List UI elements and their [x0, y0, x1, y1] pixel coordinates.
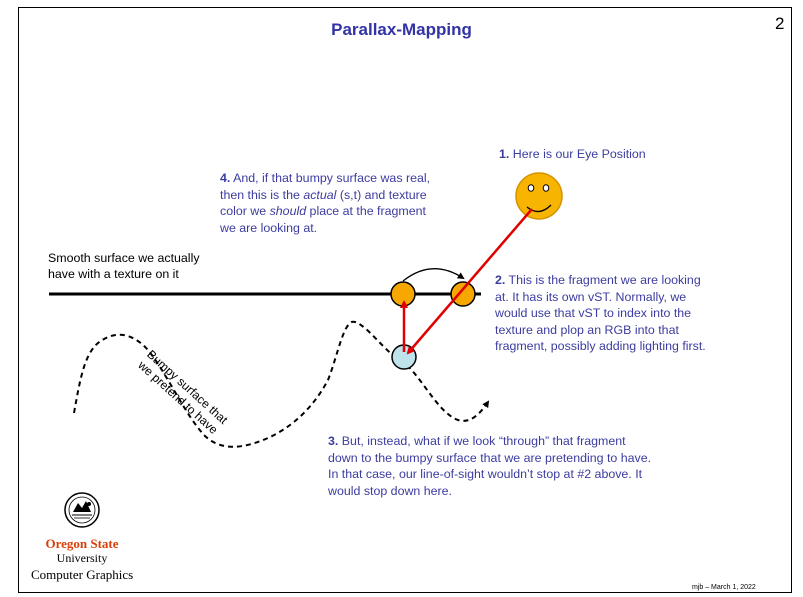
osu-logo: Oregon State University: [36, 490, 128, 564]
line-of-sight-arrow: [406, 208, 533, 355]
callout-3: 3. But, instead, what if we look “throug…: [328, 434, 652, 498]
osu-seal-icon: [64, 492, 100, 528]
osu-name: Oregon State: [45, 536, 119, 551]
slide-title: Parallax-Mapping: [331, 20, 472, 39]
callout-4: 4. And, if that bumpy surface was real, …: [220, 171, 431, 235]
page-number: 2: [775, 14, 785, 33]
footer-credit: mjb – March 1, 2022: [692, 584, 756, 591]
callout-2: 2. This is the fragment we are looking a…: [495, 273, 706, 354]
eye-smiley-icon: [515, 172, 563, 220]
bumpy-surface-curve: [73, 320, 490, 448]
department-label: Computer Graphics: [31, 567, 134, 582]
shift-arrow: [402, 268, 465, 282]
smooth-surface-label: Smooth surface we actually have with a t…: [48, 251, 200, 281]
viewed-fragment-point: [450, 281, 476, 307]
callout-1: 1. Here is our Eye Position: [499, 147, 646, 161]
osu-university: University: [56, 551, 108, 565]
